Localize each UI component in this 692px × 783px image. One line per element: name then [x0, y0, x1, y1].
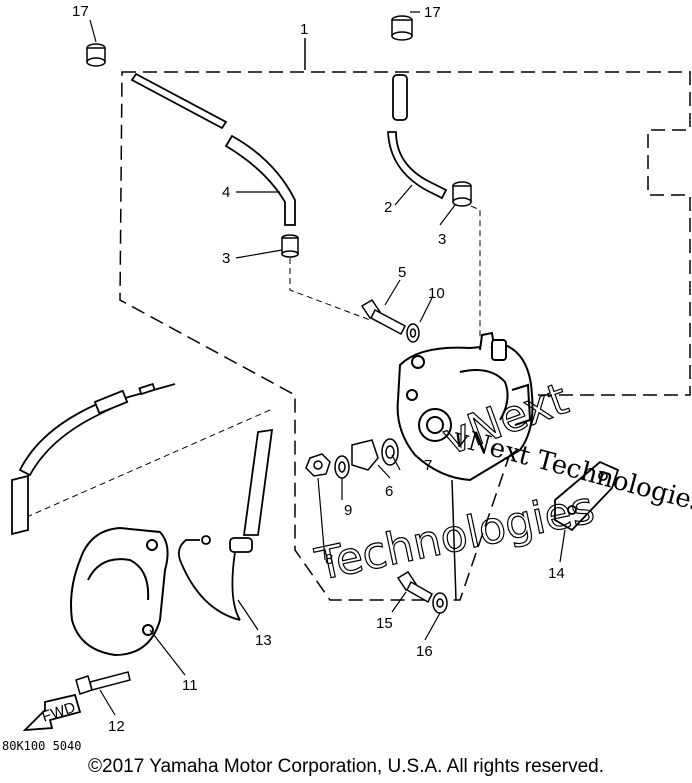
leader-lines [89, 11, 566, 716]
callout-labels: 1 17 17 4 2 3 3 5 10 7 6 9 8 14 15 16 13… [72, 3, 565, 735]
washer-10 [406, 323, 420, 343]
screw-12 [75, 671, 131, 695]
callout-6: 6 [385, 483, 393, 500]
hose-fitting-left [281, 234, 299, 258]
callout-15: 15 [376, 615, 393, 632]
cap-left [86, 43, 106, 67]
fuel-hose [130, 72, 296, 226]
callout-16: 16 [416, 643, 433, 660]
callout-2: 2 [384, 199, 392, 216]
cap-right [391, 15, 413, 41]
callout-17-right: 17 [424, 4, 441, 21]
screw-5 [360, 298, 406, 336]
cover-11 [70, 526, 169, 657]
callout-7: 7 [424, 457, 432, 474]
nut-8 [305, 453, 331, 477]
callout-11: 11 [182, 677, 198, 694]
callout-12: 12 [108, 718, 125, 735]
callout-14: 14 [548, 565, 565, 582]
watermark: vNext Technologies Technologies vNext [310, 373, 692, 592]
washer-16 [432, 592, 448, 614]
callout-5: 5 [398, 264, 406, 281]
washer-9 [334, 455, 350, 479]
callout-9: 9 [344, 502, 352, 519]
callout-8: 8 [325, 551, 333, 568]
callout-3-left: 3 [222, 250, 230, 267]
callout-4: 4 [222, 184, 230, 201]
callout-10: 10 [428, 285, 445, 302]
connection-lines [19, 201, 481, 521]
bolt-15 [396, 570, 433, 604]
callout-13: 13 [255, 632, 272, 649]
callout-17-left: 17 [72, 3, 89, 20]
diagram-code: 80K100 5040 [2, 739, 81, 753]
throttle-cable [11, 382, 176, 536]
forward-arrow: FWD [22, 693, 82, 732]
cable-13 [177, 428, 274, 621]
gasket-14 [554, 460, 620, 532]
hose-fitting-right [452, 181, 472, 207]
copyright-notice: ©2017 Yamaha Motor Corporation, U.S.A. A… [88, 756, 604, 777]
assembly-boundary [119, 38, 691, 601]
diaphragm-6 [351, 439, 379, 471]
callout-3-right: 3 [438, 231, 446, 248]
carburetor-body [396, 331, 534, 601]
vent-hose [387, 74, 448, 200]
callout-1: 1 [300, 21, 308, 38]
